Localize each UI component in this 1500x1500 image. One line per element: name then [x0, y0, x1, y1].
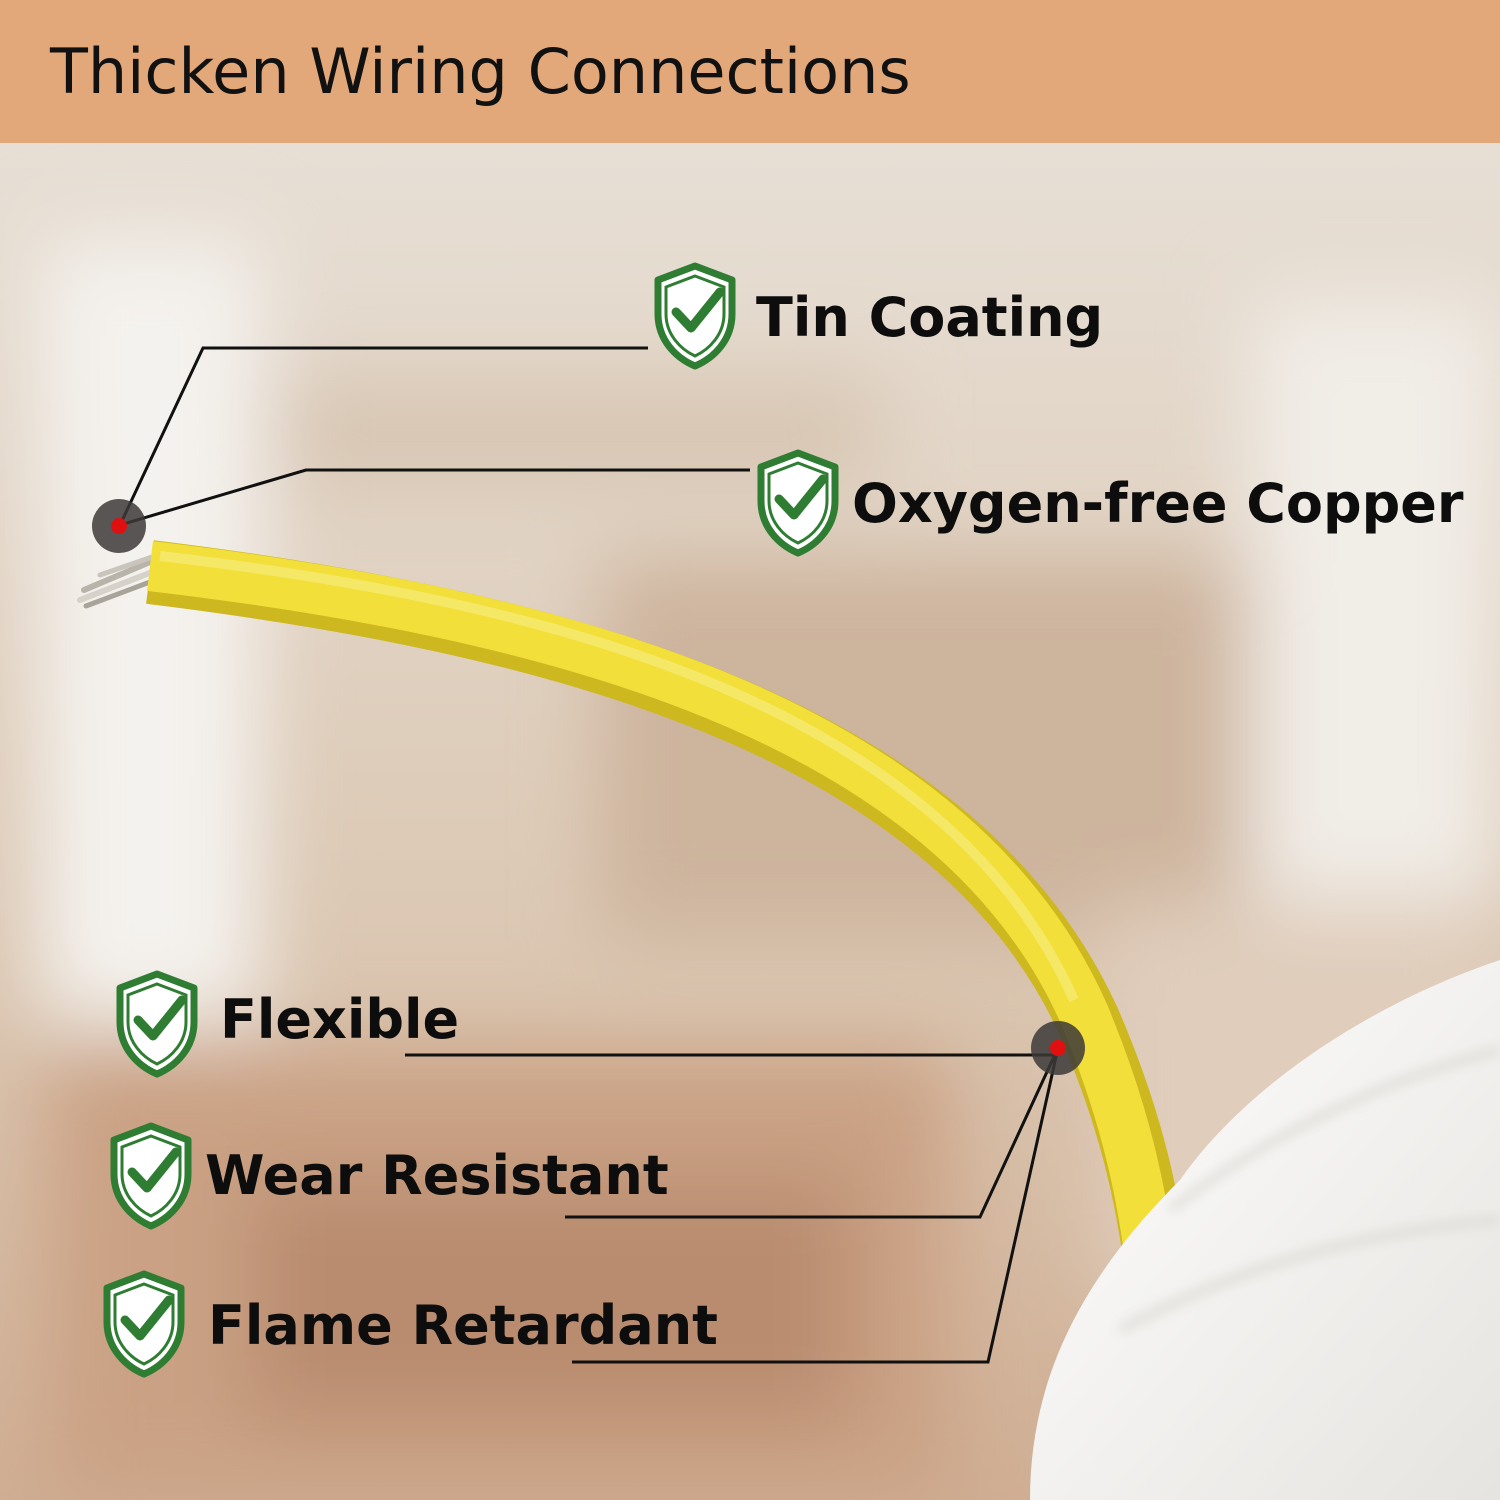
shield-check-icon	[757, 449, 839, 557]
page-title: Thicken Wiring Connections	[50, 35, 911, 108]
leader-line-wear-resistant	[565, 1047, 1060, 1219]
feature-label-flexible: Flexible	[220, 988, 460, 1051]
shield-check-icon	[110, 1122, 192, 1230]
yellow-wire	[146, 540, 1192, 1295]
feature-label-tin-coating: Tin Coating	[756, 286, 1104, 349]
callout-marker-bottom	[1031, 1021, 1085, 1075]
leader-line-tin-coating	[118, 346, 648, 526]
feature-label-oxygen-free-copper: Oxygen-free Copper	[852, 472, 1464, 535]
feature-label-wear-resistant: Wear Resistant	[205, 1144, 669, 1207]
feature-label-flame-retardant: Flame Retardant	[208, 1294, 718, 1357]
header-band: Thicken Wiring Connections	[0, 0, 1500, 143]
shield-check-icon	[116, 970, 198, 1078]
shield-check-icon	[654, 262, 736, 370]
white-glove	[1030, 960, 1500, 1500]
callout-marker-top	[92, 499, 146, 553]
leader-line-flame-retardant	[572, 1047, 1060, 1364]
leader-line-oxygen-free-copper	[119, 468, 750, 527]
copper-strands	[77, 553, 158, 609]
shield-check-icon	[103, 1270, 185, 1378]
